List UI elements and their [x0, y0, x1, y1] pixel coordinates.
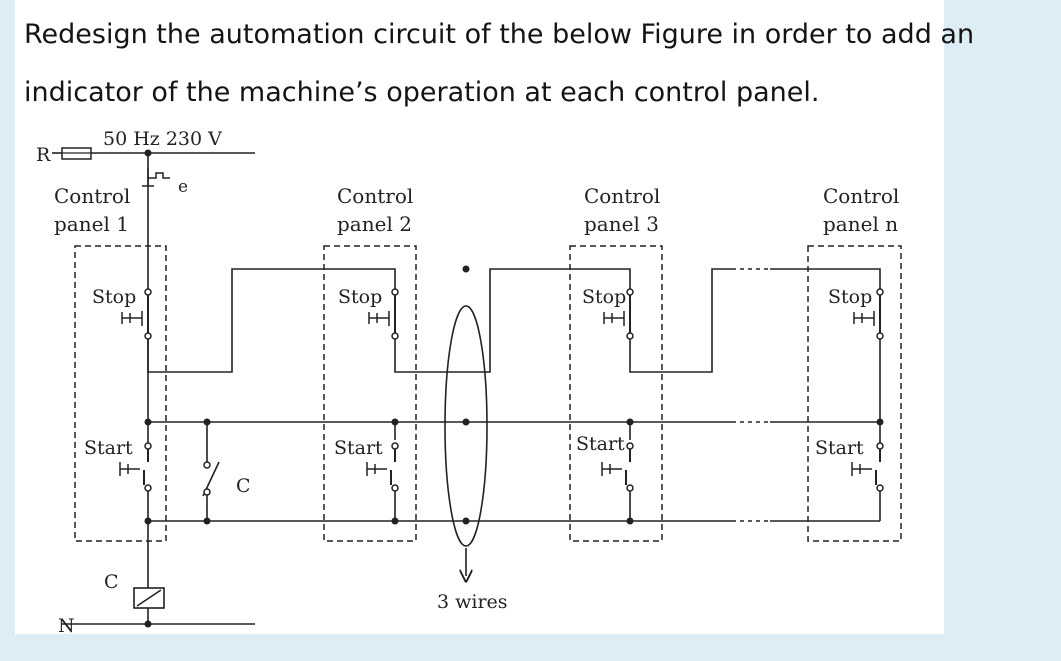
- stop-button-3-icon: [603, 288, 634, 340]
- start-label-2: Start: [334, 437, 383, 459]
- stop-button-2-icon: [368, 288, 399, 340]
- aux-contact-icon: [203, 461, 211, 469]
- neutral-label: N: [58, 615, 75, 637]
- panel-3-title: Control: [584, 184, 660, 208]
- start-label-n: Start: [815, 437, 864, 459]
- panel-2-subtitle: panel 2: [337, 212, 412, 236]
- panel-box-3: [569, 245, 663, 542]
- start-label-3: Start: [576, 433, 625, 455]
- question-text: Redesign the automation circuit of the b…: [24, 6, 975, 122]
- question-line-1: Redesign the automation circuit of the b…: [24, 19, 975, 50]
- stop-label-1: Stop: [92, 286, 136, 308]
- stop-buttons: [121, 288, 884, 340]
- supply-label: 50 Hz 230 V: [103, 128, 222, 150]
- panel-n-title: Control: [823, 184, 899, 208]
- phase-label: R: [36, 144, 51, 166]
- stop-label-n: Stop: [828, 286, 872, 308]
- wiring: [52, 152, 881, 625]
- panel-1-title: Control: [54, 184, 130, 208]
- start-button-2-icon: [366, 442, 399, 492]
- contactor-label: C: [104, 571, 119, 593]
- start-button-3-icon: [601, 442, 634, 492]
- stop-label-3: Stop: [582, 286, 626, 308]
- panel-box-n: [807, 245, 902, 542]
- continuation-dashes: [732, 268, 770, 522]
- start-button-n-icon: [851, 442, 884, 492]
- start-buttons: [119, 442, 884, 492]
- panel-box-2: [323, 245, 417, 542]
- panel-n-subtitle: panel n: [823, 212, 898, 236]
- three-wire-bundle: [444, 305, 488, 547]
- panel-3-subtitle: panel 3: [584, 212, 659, 236]
- contactor-coil-icon: [133, 587, 165, 609]
- panel-boxes: [74, 245, 902, 542]
- panel-box-1: [74, 245, 167, 542]
- junction-dots: [144, 149, 884, 628]
- stop-label-2: Stop: [338, 286, 382, 308]
- stop-button-n-icon: [853, 288, 884, 340]
- aux-contact-label: C: [236, 475, 251, 497]
- thermal-relay-icon: [147, 168, 170, 186]
- fuse-label: e: [178, 177, 188, 197]
- start-button-1-icon: [119, 442, 152, 492]
- panel-2-title: Control: [337, 184, 413, 208]
- content-card: [15, 0, 944, 634]
- stop-button-1-icon: [121, 288, 152, 340]
- panel-1-subtitle: panel 1: [54, 212, 129, 236]
- question-line-2: indicator of the machine’s operation at …: [24, 77, 820, 108]
- start-label-1: Start: [84, 437, 133, 459]
- wires-label: 3 wires: [437, 591, 508, 613]
